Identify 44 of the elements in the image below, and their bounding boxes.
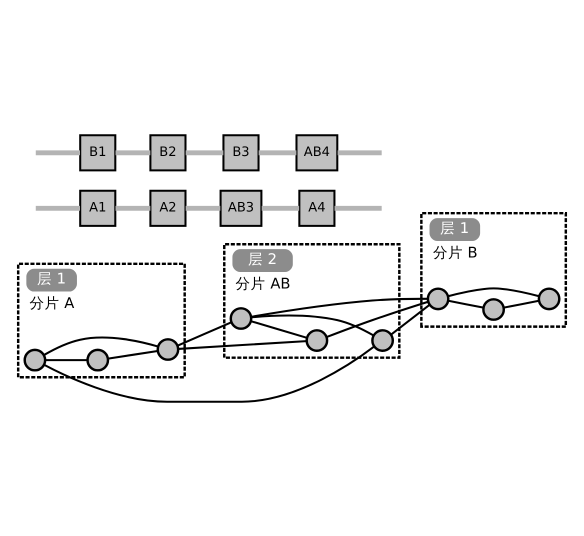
connector bbox=[250, 320, 308, 338]
node-box: B2 bbox=[149, 134, 187, 171]
connector bbox=[186, 150, 224, 155]
connector bbox=[258, 150, 296, 155]
connector bbox=[44, 345, 375, 402]
cluster: 层 1 分片 B bbox=[420, 211, 568, 328]
node-circle bbox=[371, 328, 394, 352]
node-box: A2 bbox=[149, 189, 187, 226]
node-circle bbox=[305, 328, 328, 352]
node-circle bbox=[482, 298, 506, 320]
connector bbox=[504, 299, 540, 308]
node-circle bbox=[230, 306, 252, 330]
connector bbox=[448, 286, 540, 297]
node-circle bbox=[538, 286, 560, 310]
node-circle bbox=[24, 348, 46, 372]
connector bbox=[178, 340, 307, 350]
connector bbox=[36, 150, 80, 155]
connector bbox=[177, 320, 232, 346]
connector bbox=[108, 349, 158, 360]
node-circle bbox=[156, 338, 180, 360]
connector bbox=[338, 150, 382, 155]
connector bbox=[326, 300, 429, 338]
node-box: AB3 bbox=[220, 189, 262, 226]
node-box: B3 bbox=[222, 134, 260, 171]
node-box: A4 bbox=[298, 189, 336, 226]
cluster: 层 1 分片 A bbox=[16, 262, 186, 378]
connector bbox=[116, 150, 150, 155]
connector bbox=[116, 205, 150, 210]
node-box: A1 bbox=[79, 189, 116, 226]
connector bbox=[186, 205, 220, 210]
connector bbox=[334, 205, 382, 210]
connector bbox=[43, 336, 158, 356]
connector bbox=[251, 297, 428, 318]
connector bbox=[390, 304, 430, 335]
node-circle bbox=[86, 348, 110, 372]
node-circle bbox=[426, 286, 450, 310]
connector bbox=[36, 205, 80, 210]
connector bbox=[45, 358, 88, 361]
node-box: AB4 bbox=[295, 134, 338, 171]
connector bbox=[448, 299, 484, 308]
cluster: 层 2 分片 AB bbox=[223, 242, 401, 358]
node-box: B1 bbox=[79, 134, 116, 171]
connector bbox=[251, 314, 374, 336]
connector bbox=[262, 205, 300, 210]
